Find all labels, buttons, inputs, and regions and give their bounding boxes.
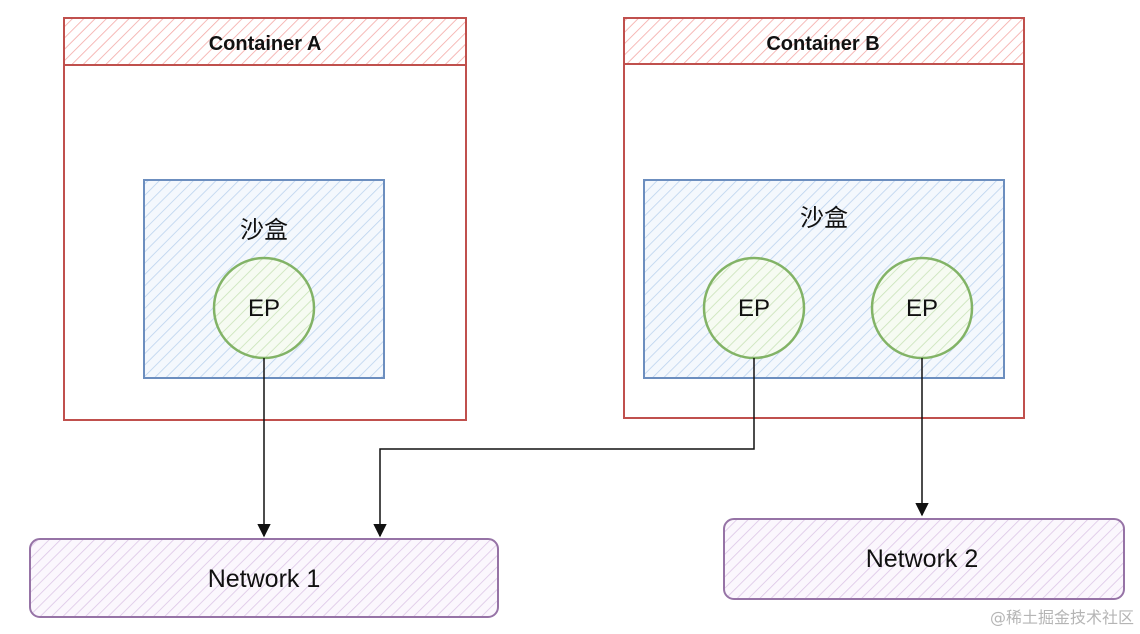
- network-1-box: [29, 538, 499, 618]
- container-b-header: [623, 17, 1025, 65]
- watermark: @稀土掘金技术社区: [989, 608, 1134, 627]
- edge-endpoint-b1-to-network1: [373, 358, 755, 538]
- container-a: Container A 沙盒 EP: [63, 17, 467, 421]
- container-a-header: [63, 17, 467, 66]
- container-b: Container B 沙盒 EP EP: [623, 17, 1025, 419]
- connectors: [257, 358, 929, 538]
- container-a-title: Container A: [209, 33, 322, 55]
- network-2-label: Network 2: [866, 545, 979, 573]
- sandbox-b-label: 沙盒: [800, 204, 848, 232]
- endpoint-b2-label: EP: [906, 295, 938, 322]
- network-2-box: [723, 518, 1125, 600]
- endpoint-b2: EP: [870, 256, 974, 360]
- endpoint-a: EP: [212, 256, 316, 360]
- network-1: Network 1: [29, 538, 499, 618]
- endpoint-b1-label: EP: [738, 295, 770, 322]
- network-1-label: Network 1: [208, 565, 321, 593]
- network-2: Network 2: [723, 518, 1125, 600]
- sandbox-a-label: 沙盒: [240, 216, 288, 244]
- container-b-title: Container B: [766, 33, 879, 55]
- endpoint-a-label: EP: [248, 295, 280, 322]
- endpoint-b1: EP: [702, 256, 806, 360]
